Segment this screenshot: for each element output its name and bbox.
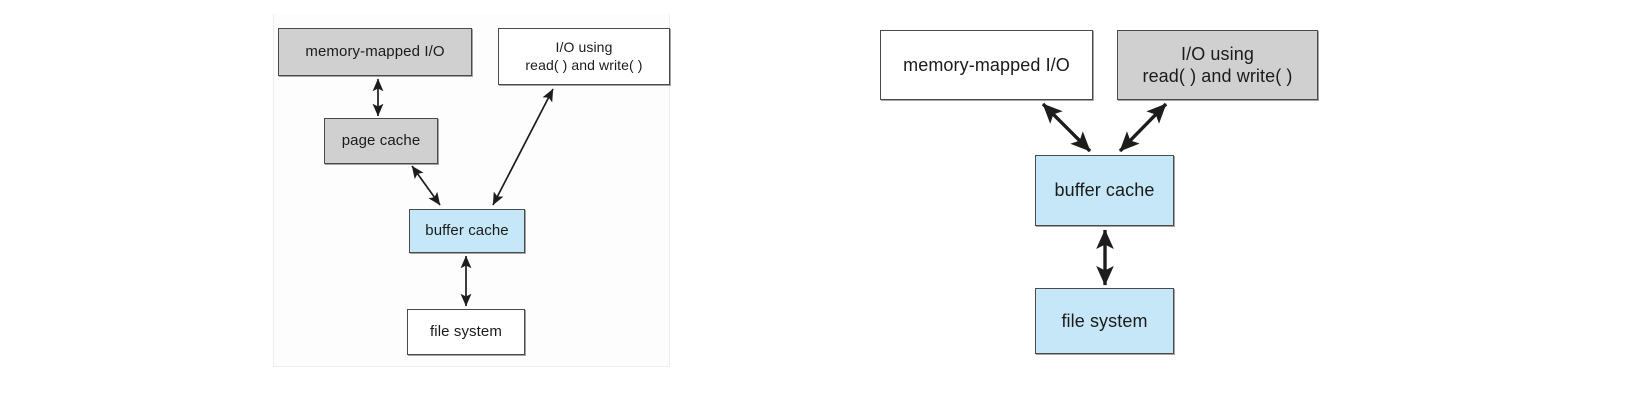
right-node-file-system-label: file system — [1061, 310, 1148, 331]
right-node-buffer-cache-label: buffer cache — [1054, 180, 1155, 201]
left-node-io-using-read-write: I/O using read( ) and write( ) — [498, 28, 670, 85]
left-node-memory-mapped-io: memory-mapped I/O — [278, 28, 472, 76]
right-node-memory-mapped-io-label: memory-mapped I/O — [903, 54, 1070, 75]
left-node-page-cache-label: page cache — [341, 131, 421, 149]
right-node-file-system: file system — [1035, 288, 1174, 354]
right-arrow-io-read-write-to-buffer-cache — [1118, 102, 1168, 153]
left-node-buffer-cache-label: buffer cache — [425, 221, 509, 239]
left-node-file-system-label: file system — [430, 322, 502, 340]
right-node-buffer-cache: buffer cache — [1035, 155, 1174, 226]
right-node-memory-mapped-io: memory-mapped I/O — [880, 30, 1093, 100]
right-node-io-using-read-write: I/O using read( ) and write( ) — [1117, 30, 1318, 100]
left-node-file-system: file system — [407, 309, 525, 355]
left-node-io-using-read-write-label: I/O using read( ) and write( ) — [525, 39, 643, 73]
left-node-page-cache: page cache — [324, 118, 438, 164]
left-node-memory-mapped-io-label: memory-mapped I/O — [305, 42, 445, 60]
right-node-io-using-read-write-label: I/O using read( ) and write( ) — [1142, 43, 1293, 87]
right-arrow-mmio-to-buffer-cache — [1041, 102, 1092, 153]
left-node-buffer-cache: buffer cache — [409, 209, 525, 253]
